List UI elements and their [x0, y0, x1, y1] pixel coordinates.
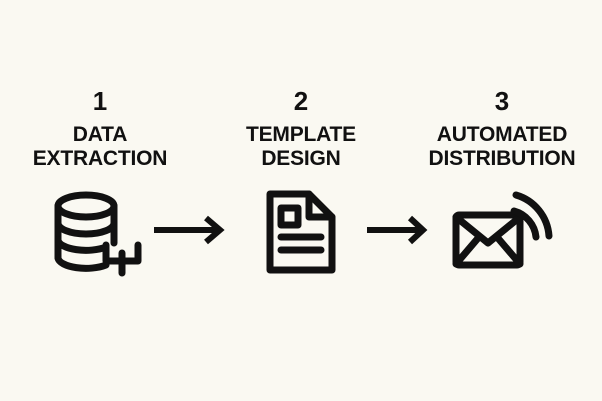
step-label: TEMPLATE DESIGN — [245, 123, 356, 170]
step-icon-slot — [450, 187, 555, 277]
step-number: 1 — [92, 86, 108, 116]
arrow-right-icon — [365, 214, 445, 246]
step-label: DATA EXTRACTION — [32, 123, 168, 170]
flow-arrow-2 — [365, 214, 445, 246]
step-number: 3 — [494, 86, 510, 116]
process-step-3: 3 AUTOMATED DISTRIBUTION — [402, 86, 602, 277]
step-number: 2 — [293, 86, 309, 116]
process-step-2: 2 TEMPLATE DESIGN — [201, 86, 401, 277]
step-icon-slot — [50, 187, 150, 277]
envelope-broadcast-icon — [450, 187, 555, 277]
process-step-1: 1 DATA EXTRACTION — [0, 86, 200, 277]
database-export-icon — [50, 187, 150, 277]
arrow-right-icon — [152, 214, 232, 246]
flow-arrow-1 — [152, 214, 232, 246]
document-icon — [261, 187, 341, 277]
step-label: AUTOMATED DISTRIBUTION — [428, 123, 576, 170]
step-icon-slot — [261, 187, 341, 277]
